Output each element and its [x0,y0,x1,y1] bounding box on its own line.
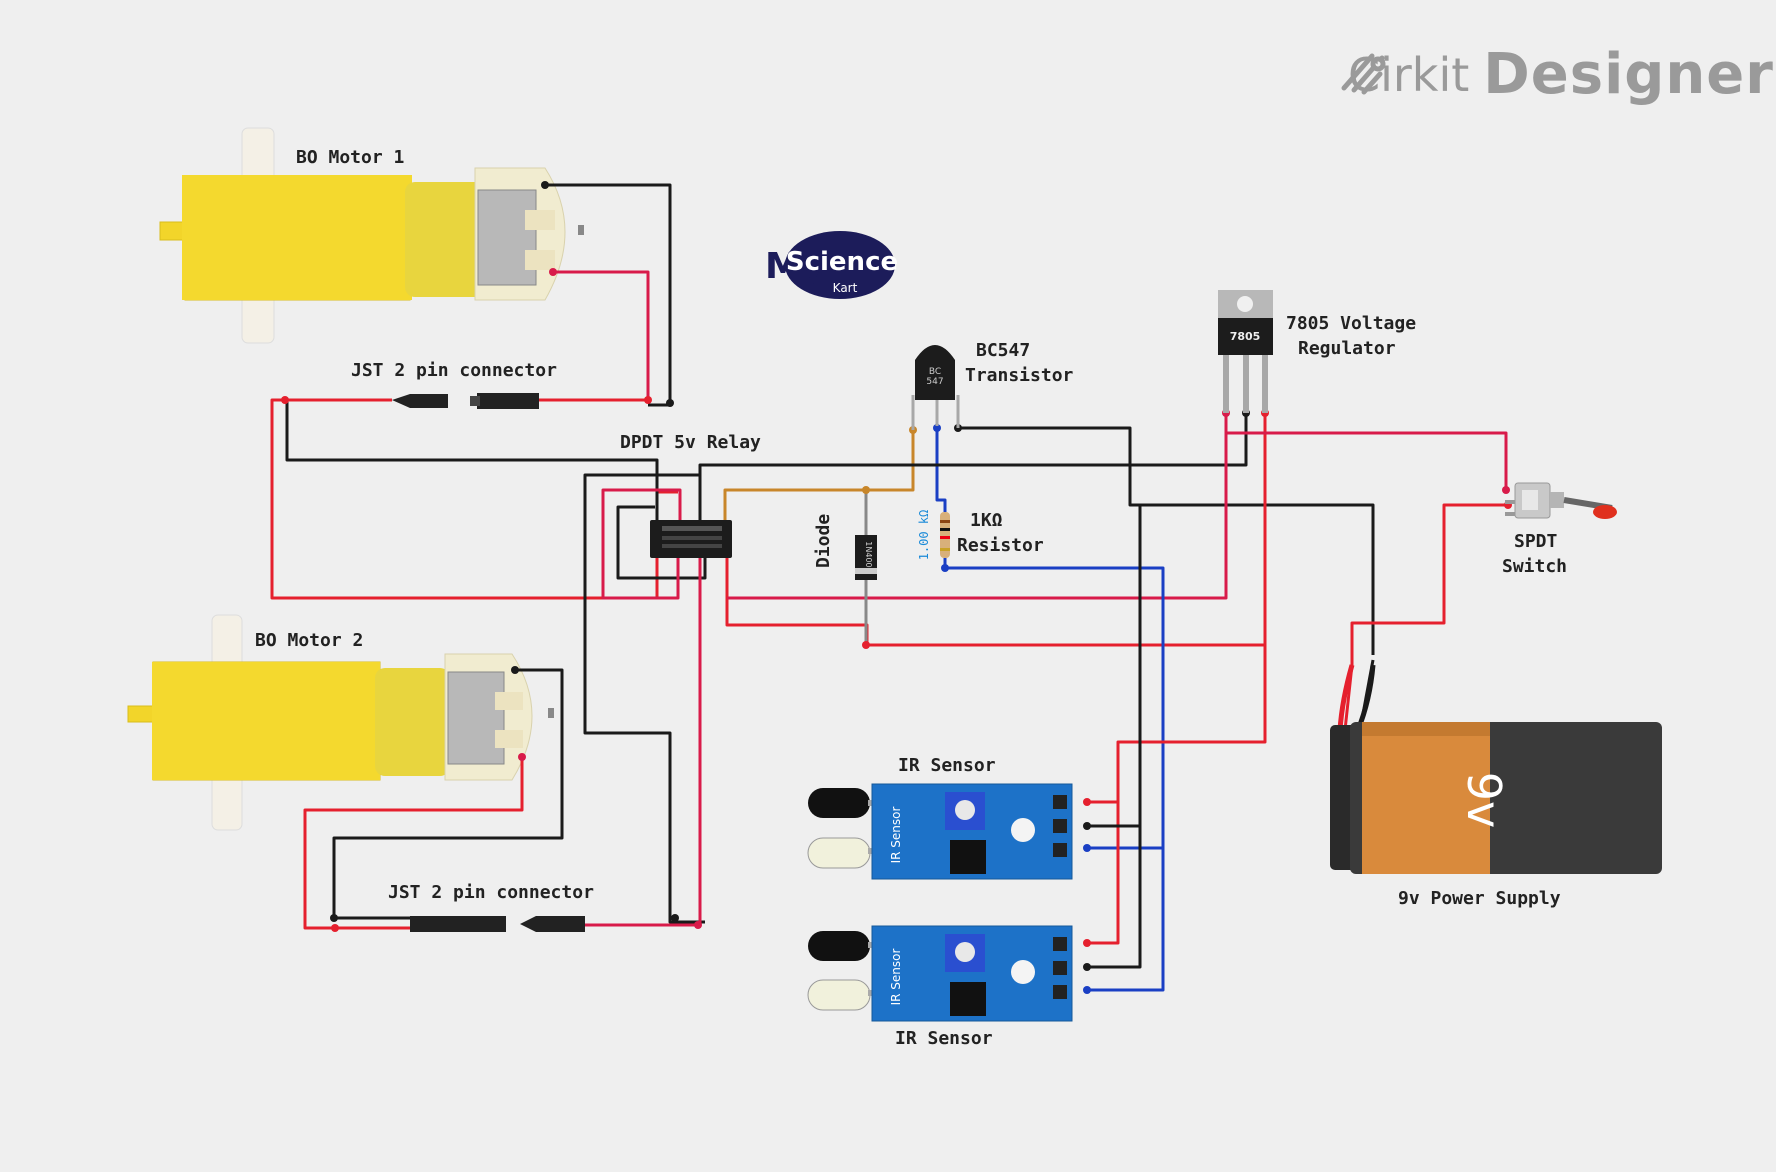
wire-jst2-pink [585,555,702,927]
resistor-label-line1: 1KΩ [970,510,1003,531]
ir1-label: IR Sensor [898,755,996,776]
bo-motor-2[interactable] [127,614,554,831]
wire-ir2-vcc-red [1087,802,1120,945]
logo-kart-text: Kart [833,281,858,295]
motor2-label: BO Motor 2 [255,630,364,651]
jst-connector-2[interactable] [410,916,585,932]
bo-motor-1[interactable] [159,127,584,344]
resistor-value-text: 1.00 kΩ [917,510,931,561]
switch-label-line2: Switch [1502,556,1568,577]
brand-name-bold: Designer [1483,42,1774,107]
wire-transistor-brown [723,430,915,530]
ir1-board-text: IR Sensor [889,807,903,864]
regulator-label-line1: 7805 Voltage [1286,313,1417,334]
wire-motor1-red [553,270,650,398]
ir-sensor-2[interactable]: IR Sensor [807,925,1073,1022]
ir2-label: IR Sensor [895,1028,993,1049]
transistor-body-text1: BC [929,367,941,377]
wire-relay-loop-pink [601,488,682,600]
wire-motor2-black [332,668,564,920]
wire-transistor-emitter-black [958,426,1375,655]
ir-sensor-1[interactable]: IR Sensor [807,783,1073,880]
regulator-label-line2: Regulator [1298,338,1396,359]
wire-endpoints [281,181,1512,994]
battery-label: 9v Power Supply [1398,888,1561,909]
wire-jst1-black [285,400,659,525]
wire-ir2-gnd-black [1087,826,1142,969]
spdt-switch[interactable] [1505,482,1617,519]
dpdt-relay[interactable] [650,520,732,558]
myscience-kart-logo: My Science Kart [765,231,898,299]
diode-label: Diode [813,513,834,568]
9v-battery[interactable]: 9v [1330,722,1662,874]
wire-reg-relay-pink [727,433,1228,600]
resistor[interactable]: 1.00 kΩ [917,510,950,561]
battery-body-text: 9v [1457,772,1511,829]
jst-connector-1[interactable] [392,393,539,409]
wire-ir-vcc-red [1087,645,1267,804]
transistor-label-line1: BC547 [976,340,1031,361]
jst2-label: JST 2 pin connector [388,882,594,903]
bc547-transistor[interactable]: BC 547 [911,345,960,430]
7805-voltage-regulator[interactable]: 7805 [1218,290,1273,413]
wire-reg-in-red [1224,413,1508,490]
relay-label: DPDT 5v Relay [620,432,761,453]
cirkit-designer-brand: Cirkit Designer [1338,42,1774,107]
switch-label-line1: SPDT [1514,531,1558,552]
wire-motor2-red [303,757,524,930]
jst1-label: JST 2 pin connector [351,360,557,381]
ir2-board-text: IR Sensor [889,949,903,1006]
wire-battery-red-lead [1337,664,1355,731]
wire-ir2-out-blue [1087,848,1165,992]
wire-battery-black-lead [1355,664,1376,731]
wire-relay-loop-black [616,505,707,580]
diode[interactable]: 1N4007 [855,535,877,580]
diode-body-text: 1N4007 [864,541,873,572]
transistor-label-line2: Transistor [965,365,1074,386]
regulator-body-text: 7805 [1230,330,1261,343]
motor1-label: BO Motor 1 [296,147,405,168]
cirkit-logo-icon [1341,53,1386,95]
resistor-label-line2: Resistor [957,535,1044,556]
logo-science-text: Science [786,247,898,277]
wire-motor1-black [545,183,672,407]
wire-transistor-base-blue [935,426,947,512]
transistor-body-text2: 547 [926,377,943,387]
wire-ir-gnd-black [1087,505,1142,828]
brand-name-light: Cirkit [1348,47,1470,102]
logo-my-text: My [765,246,824,287]
wire-relay-reg-black [698,413,1248,522]
